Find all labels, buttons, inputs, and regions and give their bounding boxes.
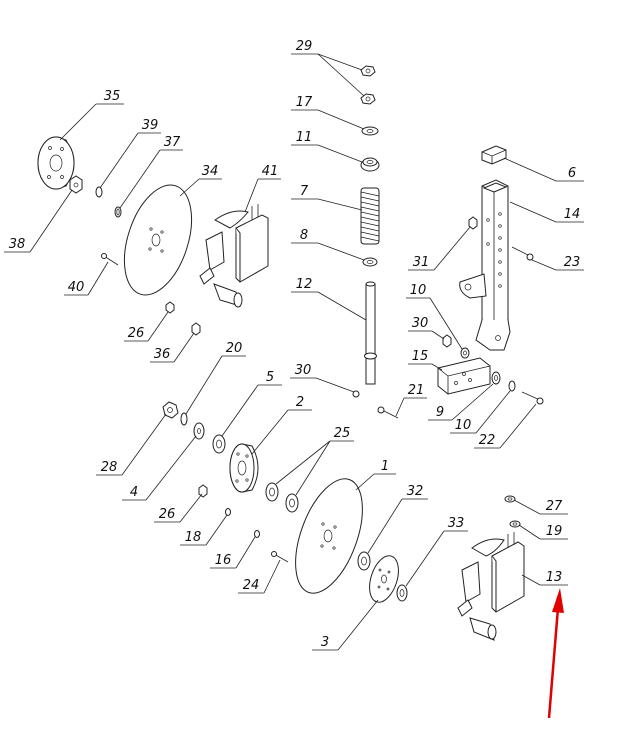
label-11: 11 xyxy=(296,130,313,145)
part-27-nut xyxy=(504,495,516,503)
label-28: 28 xyxy=(101,460,118,475)
part-33-washer xyxy=(396,584,408,602)
label-1: 1 xyxy=(381,459,389,474)
part-26-nut-upper xyxy=(165,301,175,314)
label-22: 22 xyxy=(479,433,496,448)
label-31: 31 xyxy=(413,255,430,270)
part-32-washer xyxy=(357,551,371,571)
part-23-bolt xyxy=(511,246,534,261)
label-30-upper: 30 xyxy=(412,316,429,331)
label-25: 25 xyxy=(334,426,351,441)
label-18: 18 xyxy=(185,530,202,545)
part-29-nut-upper xyxy=(360,65,376,77)
part-6-cap xyxy=(481,145,507,165)
part-24-bolt xyxy=(271,551,289,563)
label-41: 41 xyxy=(262,164,279,179)
label-14: 14 xyxy=(564,207,581,222)
part-4-washer xyxy=(193,422,205,440)
label-35: 35 xyxy=(104,89,121,104)
part-31-nut xyxy=(468,216,478,230)
label-26-lower: 26 xyxy=(159,507,176,522)
label-4: 4 xyxy=(130,485,138,500)
part-17-washer xyxy=(361,126,379,136)
lower-right-bracket-assembly xyxy=(457,495,525,641)
part-30-nut-center xyxy=(352,390,360,398)
part-16-washer xyxy=(254,530,260,538)
label-8: 8 xyxy=(300,228,308,243)
label-24: 24 xyxy=(243,578,260,593)
part-2-hub xyxy=(229,443,259,493)
label-32: 32 xyxy=(407,484,424,499)
label-34: 34 xyxy=(202,164,219,179)
part-30-nut-upper xyxy=(442,334,452,348)
part-12-rod xyxy=(364,281,377,385)
part-20-washer xyxy=(180,412,188,426)
label-40: 40 xyxy=(68,280,85,295)
part-14-post xyxy=(459,179,511,351)
part-36-nut xyxy=(191,322,201,336)
label-27: 27 xyxy=(546,499,563,514)
label-5: 5 xyxy=(266,370,274,385)
label-17: 17 xyxy=(296,95,313,110)
label-9: 9 xyxy=(436,405,444,420)
right-frame-assembly xyxy=(352,145,544,419)
part-10-bushing-upper xyxy=(460,347,470,359)
leader-lines xyxy=(4,53,584,651)
part-35-hub xyxy=(37,136,75,190)
label-39: 39 xyxy=(142,118,159,133)
part-25-bearing-a xyxy=(265,482,279,502)
part-29-nut-lower xyxy=(360,93,376,105)
label-38: 38 xyxy=(9,237,26,252)
part-7-spring xyxy=(360,187,380,245)
part-10-bushing-lower xyxy=(508,380,516,392)
part-26-nut-lower xyxy=(198,484,208,498)
label-6: 6 xyxy=(568,166,576,181)
label-10-upper: 10 xyxy=(410,283,427,298)
part-labels: 29 17 11 7 8 12 35 39 37 34 41 38 40 26 … xyxy=(9,39,581,650)
part-5-bearing xyxy=(212,434,226,454)
label-36: 36 xyxy=(154,347,171,362)
part-8-washer xyxy=(362,257,378,267)
center-spring-stack xyxy=(360,65,380,385)
label-16: 16 xyxy=(215,553,232,568)
label-37: 37 xyxy=(164,135,181,150)
label-3: 3 xyxy=(321,635,329,650)
part-21-bolt xyxy=(377,406,399,419)
part-15-plate xyxy=(437,357,491,395)
label-15: 15 xyxy=(412,349,429,364)
label-20: 20 xyxy=(226,341,243,356)
lower-disc-assembly xyxy=(162,401,408,603)
label-33: 33 xyxy=(448,516,465,531)
part-13-bracket xyxy=(457,532,525,641)
upper-left-hub-assembly xyxy=(37,136,269,336)
part-3-plate xyxy=(369,555,399,603)
label-26-upper: 26 xyxy=(128,326,145,341)
label-29: 29 xyxy=(296,39,313,54)
red-arrow-icon xyxy=(547,588,564,719)
label-7: 7 xyxy=(300,184,309,199)
label-10-lower: 10 xyxy=(455,418,472,433)
part-1-disc xyxy=(295,478,363,594)
label-2: 2 xyxy=(296,395,304,410)
label-13: 13 xyxy=(546,570,563,585)
part-34-disc xyxy=(123,184,193,296)
label-21: 21 xyxy=(408,383,425,398)
label-19: 19 xyxy=(546,524,563,539)
part-40-bolt xyxy=(101,253,119,266)
label-30-center: 30 xyxy=(295,363,312,378)
part-38-nut xyxy=(69,175,83,194)
part-18-washer xyxy=(225,508,231,516)
part-41-bracket xyxy=(199,204,269,308)
label-12: 12 xyxy=(296,277,313,292)
part-19-washer xyxy=(509,520,521,528)
part-39-washer xyxy=(95,186,103,198)
part-9-pin xyxy=(491,371,501,385)
part-22-bolt xyxy=(521,391,544,405)
part-11-bushing xyxy=(360,157,380,172)
part-25-bearing-b xyxy=(285,493,299,513)
label-23: 23 xyxy=(564,255,581,270)
part-37-spring-washer xyxy=(114,206,122,218)
